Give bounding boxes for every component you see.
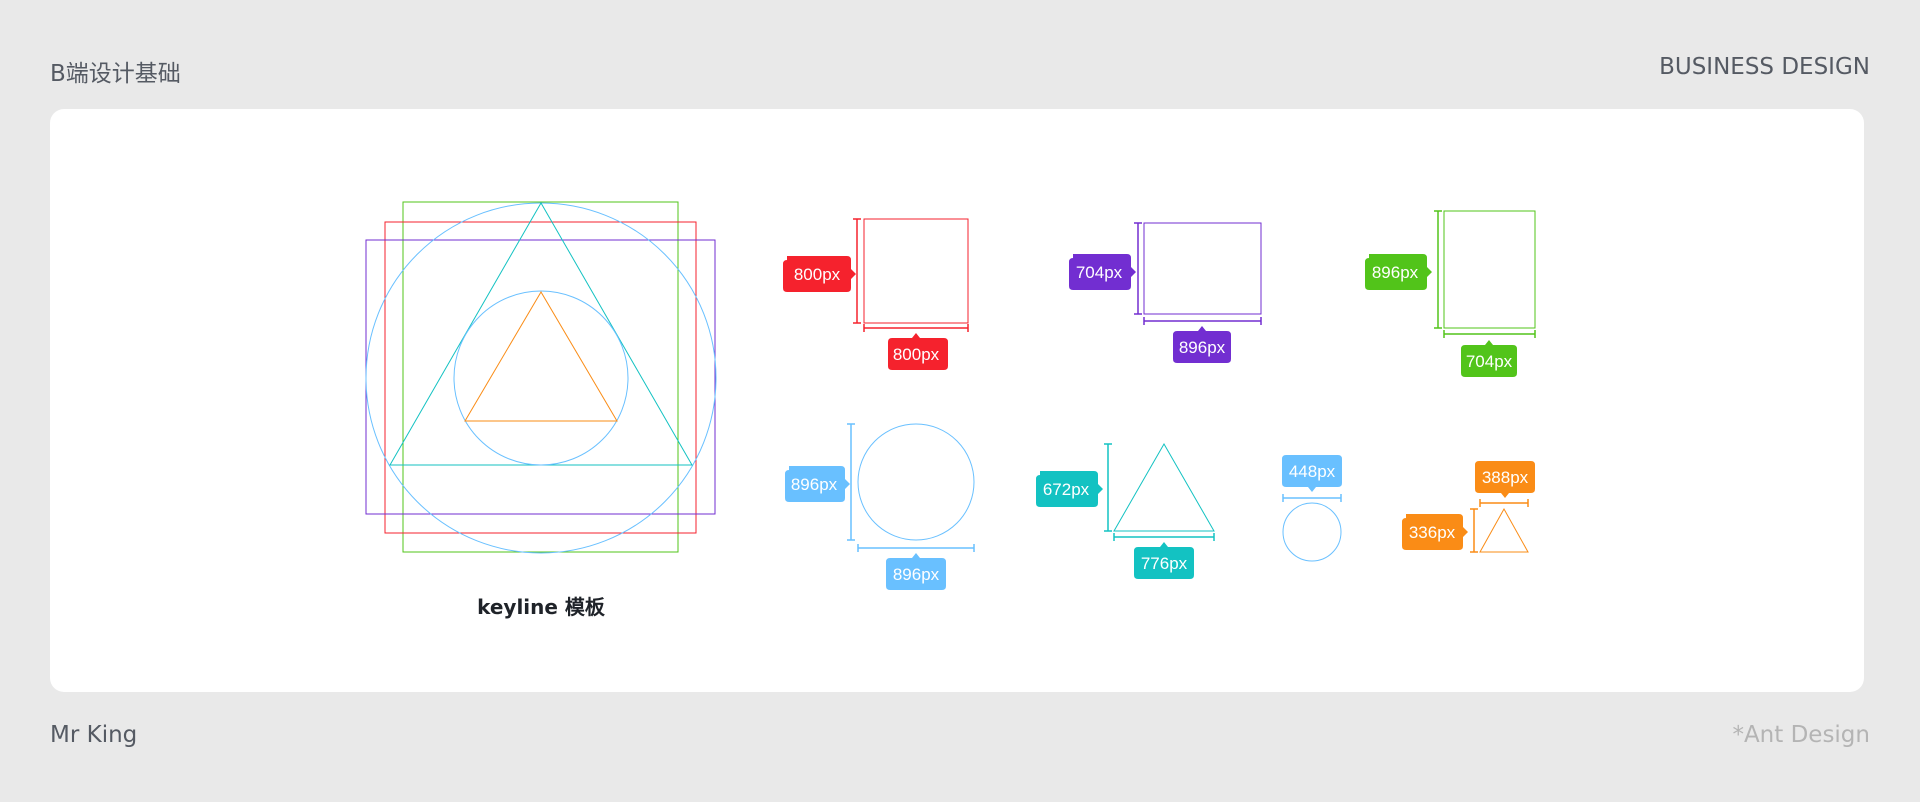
- small-triangle-height-label: 336px: [1409, 523, 1456, 542]
- landscape-width-label: 896px: [1179, 338, 1226, 357]
- small-triangle-spec: 336px 388px: [1402, 461, 1535, 553]
- landscape-spec: 704px 896px: [1069, 222, 1262, 363]
- large-triangle-shape: [1113, 442, 1215, 532]
- square-shape: [863, 218, 969, 324]
- keyline-small-triangle: [464, 291, 618, 422]
- keyline-large-circle: [365, 202, 717, 554]
- square-spec: 800px 800px: [783, 218, 969, 370]
- footer-source: *Ant Design: [1732, 722, 1870, 748]
- keyline-small-circle: [453, 290, 629, 466]
- keyline-diagram: keyline 模板 800px 800px 704px 896px: [365, 201, 1536, 619]
- header-title-right: BUSINESS DESIGN: [1659, 54, 1870, 80]
- large-triangle-spec: 672px 776px: [1036, 442, 1215, 579]
- header-title-left: B端设计基础: [50, 61, 181, 87]
- large-circle-spec: 896px 896px: [785, 423, 975, 590]
- small-circle-shape: [1282, 502, 1342, 562]
- small-circle-spec: 448px: [1282, 455, 1342, 562]
- large-triangle-width-label: 776px: [1141, 554, 1188, 573]
- small-circle-width-label: 448px: [1289, 462, 1336, 481]
- keyline-landscape-rect: [365, 239, 716, 515]
- large-circle-height-label: 896px: [791, 475, 838, 494]
- keyline-card: keyline 模板 800px 800px 704px 896px: [50, 109, 1864, 692]
- keyline-caption: keyline 模板: [477, 595, 606, 619]
- large-circle-shape: [857, 423, 975, 541]
- keyline-large-triangle: [389, 201, 693, 466]
- landscape-height-label: 704px: [1076, 263, 1123, 282]
- square-height-label: 800px: [794, 265, 841, 284]
- portrait-height-label: 896px: [1372, 263, 1419, 282]
- keyline-portrait-rect: [402, 201, 679, 553]
- large-circle-width-label: 896px: [893, 565, 940, 584]
- portrait-spec: 896px 704px: [1365, 210, 1536, 377]
- square-width-label: 800px: [893, 345, 940, 364]
- small-triangle-width-label: 388px: [1482, 468, 1529, 487]
- landscape-shape: [1143, 222, 1262, 315]
- small-triangle-shape: [1479, 507, 1529, 553]
- portrait-width-label: 704px: [1466, 352, 1513, 371]
- large-triangle-height-label: 672px: [1043, 480, 1090, 499]
- keyline-square-rect: [384, 221, 697, 534]
- keyline-template: [365, 201, 717, 554]
- footer-author: Mr King: [50, 722, 138, 748]
- portrait-shape: [1443, 210, 1536, 329]
